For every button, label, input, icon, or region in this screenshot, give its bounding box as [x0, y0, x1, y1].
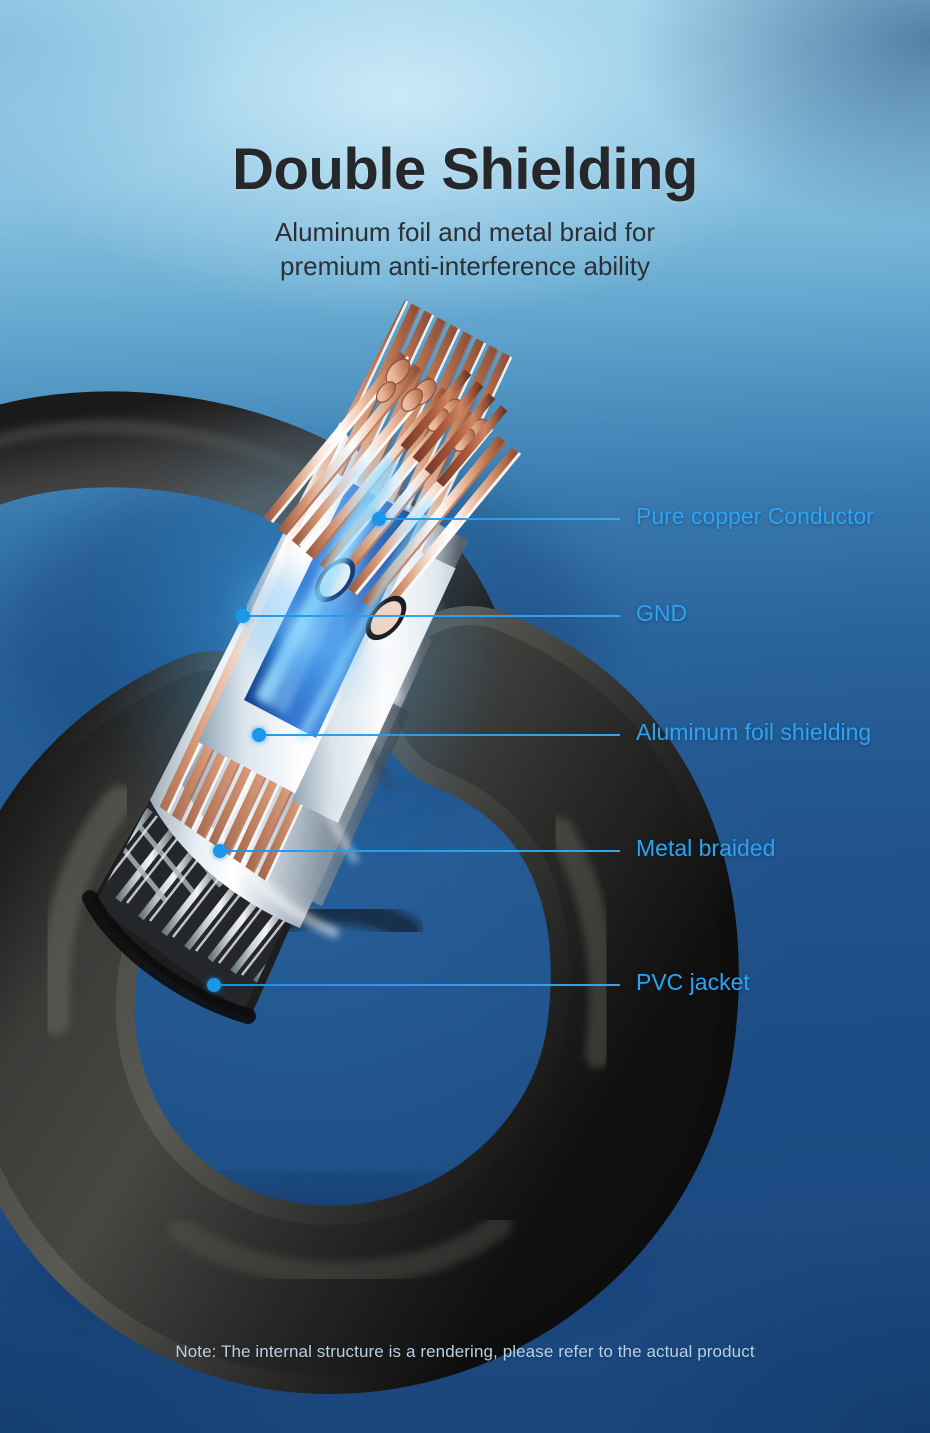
leader-line: [259, 734, 620, 736]
page-title: Double Shielding: [232, 137, 698, 202]
leader-line: [220, 850, 620, 852]
callout-dot: [207, 978, 221, 992]
callout-label-gnd: GND: [636, 600, 688, 626]
callout-label-metal-braided: Metal braided: [636, 835, 776, 861]
callout-label-pure-copper-conductor: Pure copper Conductor: [636, 503, 874, 529]
leader-line: [243, 615, 620, 617]
leader-line: [214, 984, 620, 986]
subtitle-line-1: Aluminum foil and metal braid for: [274, 216, 656, 247]
leader-line: [379, 518, 620, 520]
callout-label-pvc-jacket: PVC jacket: [636, 969, 750, 995]
callout-dot: [252, 728, 266, 742]
footnote-text: Note: The internal structure is a render…: [175, 1342, 755, 1361]
callout-dot: [236, 609, 250, 623]
header: Double Shielding Aluminum foil and metal…: [0, 0, 930, 284]
subtitle-line-2: premium anti-interference ability: [280, 251, 650, 282]
callout-label-aluminum-foil-shielding: Aluminum foil shielding: [636, 719, 872, 745]
callout-dot: [372, 512, 386, 526]
page-subtitle: Aluminum foil and metal braid for premiu…: [145, 215, 785, 284]
callout-dot: [213, 844, 227, 858]
